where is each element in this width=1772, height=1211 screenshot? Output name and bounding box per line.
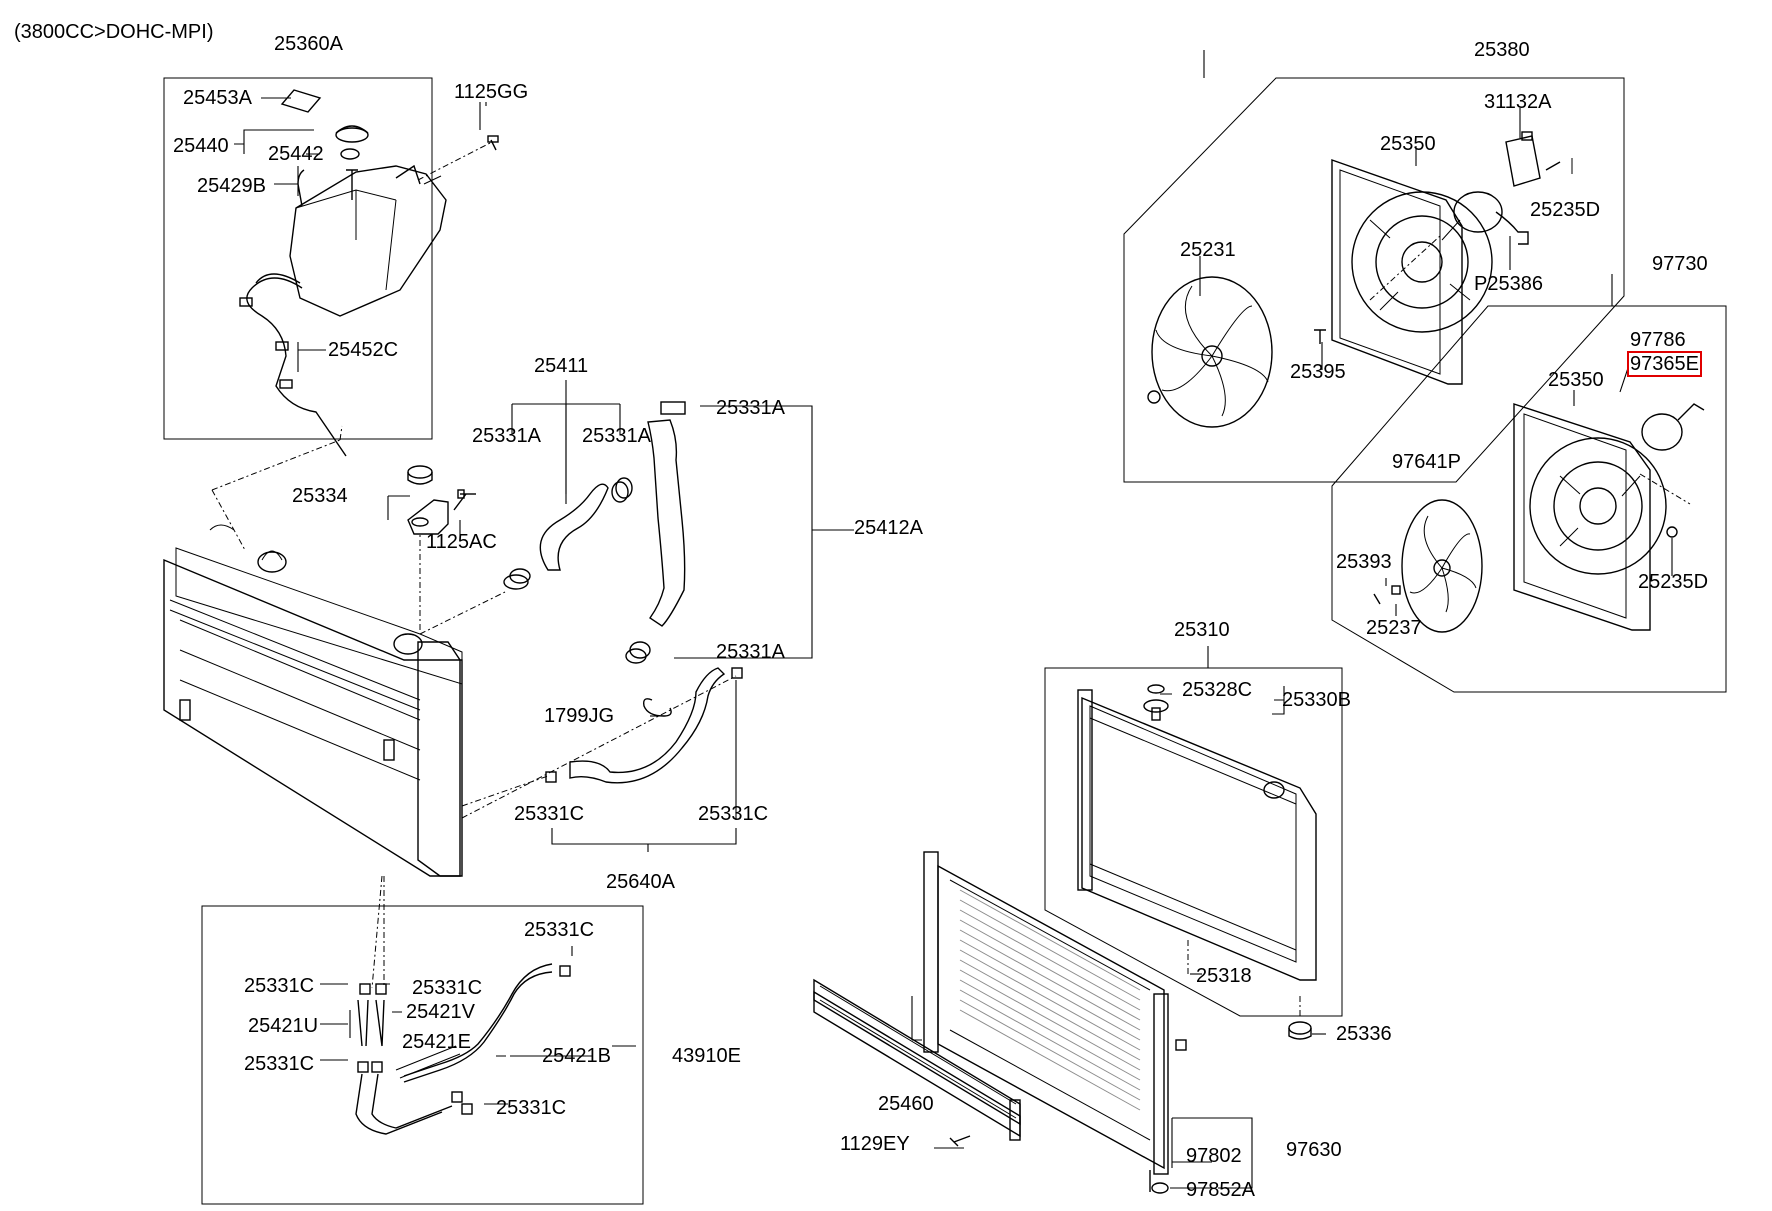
part-25231[interactable]: 25231 (1180, 239, 1236, 261)
part-25411[interactable]: 25411 (534, 355, 589, 377)
part-31132A[interactable]: 31132A (1484, 91, 1552, 113)
part-25421B[interactable]: 25421B (542, 1045, 611, 1067)
part-1799JG[interactable]: 1799JG (544, 705, 615, 727)
part-25640A[interactable]: 25640A (606, 871, 675, 893)
part-25350-b[interactable]: 25350 (1548, 369, 1604, 391)
part-P25386[interactable]: P25386 (1474, 273, 1543, 295)
radiator-group-box-25310 (1044, 667, 1343, 1017)
engine-variant-title: (3800CC>DOHC-MPI) (14, 21, 214, 43)
part-43910E[interactable]: 43910E (672, 1045, 741, 1067)
part-25336[interactable]: 25336 (1336, 1023, 1392, 1045)
part-25380[interactable]: 25380 (1474, 39, 1530, 61)
bracket-25334-drawing (407, 465, 476, 535)
part-1125GG[interactable]: 1125GG (454, 81, 529, 103)
hose-25640A-drawing (545, 667, 743, 784)
part-97630[interactable]: 97630 (1286, 1139, 1342, 1161)
part-25429B[interactable]: 25429B (197, 175, 266, 197)
part-25235D-a[interactable]: 25235D (1530, 199, 1601, 221)
part-25360A[interactable]: 25360A (274, 33, 343, 55)
part-25421U[interactable]: 25421U (248, 1015, 319, 1037)
fan-shroud-97730-drawing (1373, 403, 1705, 633)
part-25453A[interactable]: 25453A (183, 87, 252, 109)
oil-cooler-hoses-drawing (355, 963, 571, 1135)
part-25331C-c[interactable]: 25331C (524, 919, 595, 941)
part-25460[interactable]: 25460 (878, 1093, 934, 1115)
fan-shroud-group-box-25380 (1123, 77, 1625, 483)
part-25330B[interactable]: 25330B (1282, 689, 1351, 711)
part-25331C-g[interactable]: 25331C (496, 1097, 567, 1119)
part-25331C-a[interactable]: 25331C (514, 803, 585, 825)
part-25331A-left[interactable]: 25331A (472, 425, 541, 447)
part-25318[interactable]: 25318 (1196, 965, 1252, 987)
part-25421V[interactable]: 25421V (406, 1001, 475, 1023)
fan-shroud-group-box-97730 (1331, 305, 1727, 693)
part-25310[interactable]: 25310 (1174, 619, 1230, 641)
part-25350-a[interactable]: 25350 (1380, 133, 1436, 155)
part-97802[interactable]: 97802 (1186, 1145, 1242, 1167)
radiator-assembly-left-drawing (163, 425, 737, 989)
radiator-25310-drawing (1077, 684, 1317, 1040)
part-25331C-b[interactable]: 25331C (698, 803, 769, 825)
part-25412A[interactable]: 25412A (854, 517, 923, 539)
fan-shroud-25380-drawing (1147, 131, 1573, 428)
part-25421E[interactable]: 25421E (402, 1031, 471, 1053)
oil-cooler-25460-drawing (813, 978, 1021, 1147)
part-25331A-top[interactable]: 25331A (716, 397, 785, 419)
part-25334[interactable]: 25334 (292, 485, 348, 507)
part-25331A-middle[interactable]: 25331A (582, 425, 651, 447)
part-97730[interactable]: 97730 (1652, 253, 1708, 275)
part-25395[interactable]: 25395 (1290, 361, 1346, 383)
upper-hose-25411-drawing (503, 477, 633, 590)
part-25331C-e[interactable]: 25331C (412, 977, 483, 999)
part-25235D-b[interactable]: 25235D (1638, 571, 1709, 593)
part-25331A-bottom[interactable]: 25331A (716, 641, 785, 663)
part-25442[interactable]: 25442 (268, 143, 324, 165)
reservoir-tank-drawing (239, 89, 499, 457)
part-25328C[interactable]: 25328C (1182, 679, 1253, 701)
reservoir-group-box (163, 77, 433, 440)
part-25237[interactable]: 25237 (1366, 617, 1422, 639)
part-25331C-f[interactable]: 25331C (244, 1053, 315, 1075)
condenser-97630-drawing (923, 851, 1187, 1194)
part-97786[interactable]: 97786 (1630, 329, 1686, 351)
part-25393[interactable]: 25393 (1336, 551, 1392, 573)
hose-25412A-drawing (625, 401, 686, 664)
part-25440[interactable]: 25440 (173, 135, 229, 157)
part-25331C-d[interactable]: 25331C (244, 975, 315, 997)
oil-cooler-hose-group-box (201, 905, 644, 1205)
part-97852A[interactable]: 97852A (1186, 1179, 1255, 1201)
part-97365E-highlighted[interactable]: 97365E (1627, 351, 1702, 377)
leader-lines (234, 50, 1673, 1189)
part-97641P[interactable]: 97641P (1392, 451, 1461, 473)
part-1129EY[interactable]: 1129EY (840, 1133, 910, 1155)
part-1125AC[interactable]: 1125AC (426, 531, 497, 553)
part-25452C[interactable]: 25452C (328, 339, 399, 361)
